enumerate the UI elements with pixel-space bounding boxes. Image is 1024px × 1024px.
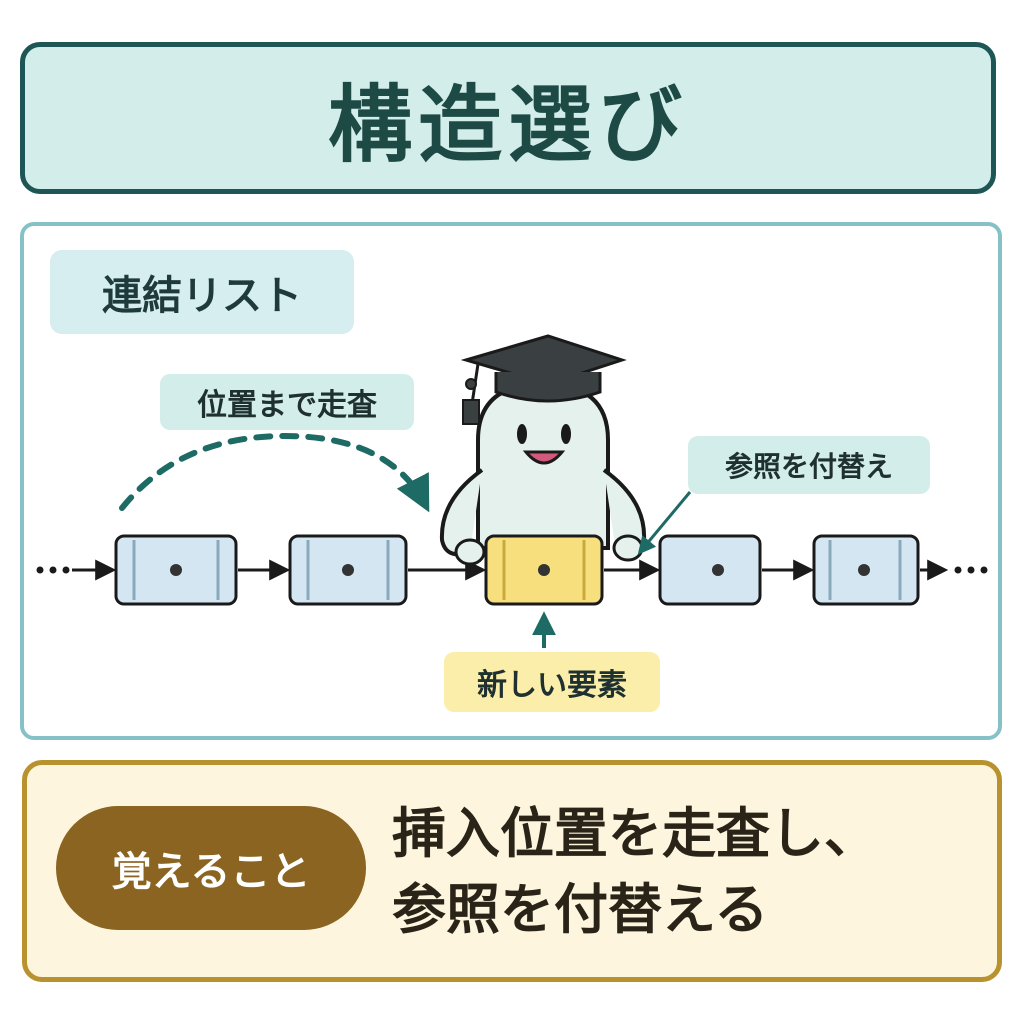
mascot-character [439,334,647,557]
list-node [288,534,408,606]
takeaway-text: 挿入位置を走査し、 参照を付替える [392,796,982,948]
new-list-node [484,534,604,606]
list-node [812,534,920,606]
list-node [658,534,762,606]
new-element-tag: 新しい要素 [444,652,660,712]
takeaway-label: 覚えること [56,806,366,930]
page-title: 構造選び [327,75,688,174]
section-label: 連結リスト [50,250,354,334]
scan-tag: 位置まで走査 [160,374,414,430]
title-banner: 構造選び [20,42,996,194]
relink-pointer [637,491,692,555]
takeaway-line-1: 挿入位置を走査し、 [392,802,878,865]
scan-arrow [119,432,430,513]
ellipsis-right [954,566,988,574]
list-node [114,534,238,606]
relink-tag: 参照を付替え [688,436,930,494]
takeaway-line-2: 参照を付替える [392,878,769,941]
graduation-cap-icon [460,334,627,425]
ellipsis-left [36,566,70,574]
